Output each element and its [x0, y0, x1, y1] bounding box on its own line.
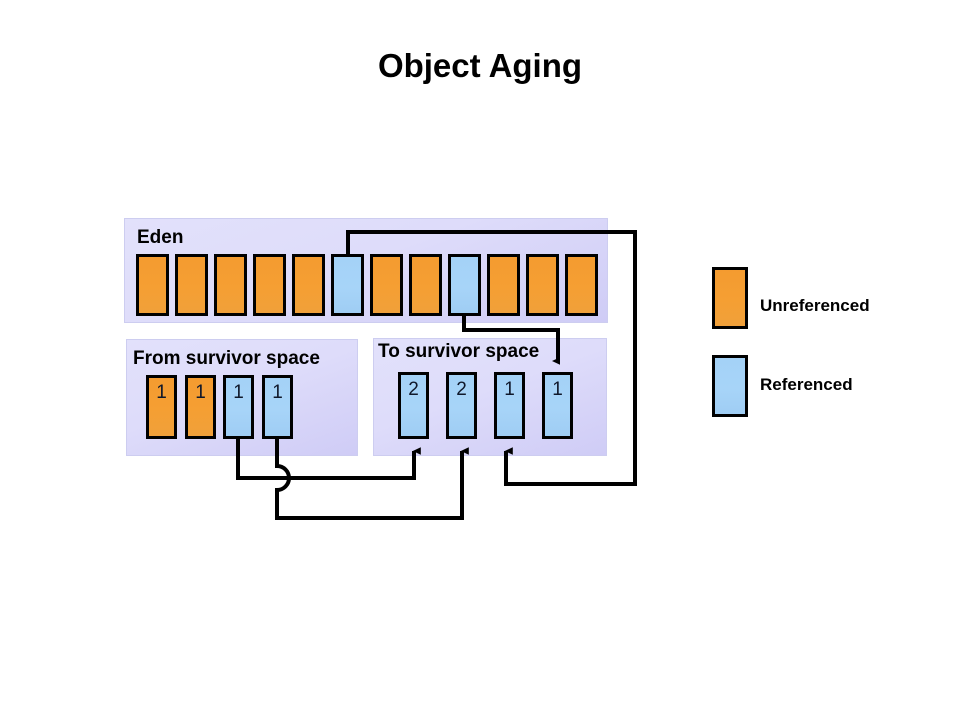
- legend-label-unreferenced: Unreferenced: [760, 296, 870, 315]
- from-survivor-cell-3[interactable]: 1: [223, 375, 254, 439]
- to-survivor-label: To survivor space: [378, 341, 540, 362]
- to-survivor-cell-2-age: 2: [456, 379, 467, 400]
- to-survivor-cell-2[interactable]: 2: [446, 372, 477, 439]
- from-survivor-cell-2[interactable]: 1: [185, 375, 216, 439]
- eden-cell-1[interactable]: [136, 254, 169, 316]
- eden-cell-7[interactable]: [370, 254, 403, 316]
- eden-cell-9[interactable]: [448, 254, 481, 316]
- from-survivor-cell-4-age: 1: [272, 382, 283, 403]
- from-survivor-cell-1[interactable]: 1: [146, 375, 177, 439]
- from-survivor-cell-2-age: 1: [195, 382, 206, 403]
- eden-cell-11[interactable]: [526, 254, 559, 316]
- to-survivor-cell-3[interactable]: 1: [494, 372, 525, 439]
- eden-cell-5[interactable]: [292, 254, 325, 316]
- eden-cell-10[interactable]: [487, 254, 520, 316]
- legend-label-referenced: Referenced: [760, 375, 853, 394]
- from-survivor-label: From survivor space: [133, 348, 320, 369]
- legend-swatch-referenced: [712, 355, 748, 417]
- to-survivor-cell-3-age: 1: [504, 379, 515, 400]
- eden-cell-3[interactable]: [214, 254, 247, 316]
- eden-cell-4[interactable]: [253, 254, 286, 316]
- from-survivor-cell-1-age: 1: [156, 382, 167, 403]
- eden-cell-8[interactable]: [409, 254, 442, 316]
- eden-cell-2[interactable]: [175, 254, 208, 316]
- from-survivor-cell-3-age: 1: [233, 382, 244, 403]
- to-survivor-cell-4-age: 1: [552, 379, 563, 400]
- to-survivor-cell-4[interactable]: 1: [542, 372, 573, 439]
- eden-label: Eden: [137, 227, 184, 248]
- page-title: Object Aging: [377, 47, 583, 84]
- to-survivor-cell-1-age: 2: [408, 379, 419, 400]
- eden-cell-6[interactable]: [331, 254, 364, 316]
- eden-cell-12[interactable]: [565, 254, 598, 316]
- legend-swatch-unreferenced: [712, 267, 748, 329]
- to-survivor-cell-1[interactable]: 2: [398, 372, 429, 439]
- from-survivor-cell-4[interactable]: 1: [262, 375, 293, 439]
